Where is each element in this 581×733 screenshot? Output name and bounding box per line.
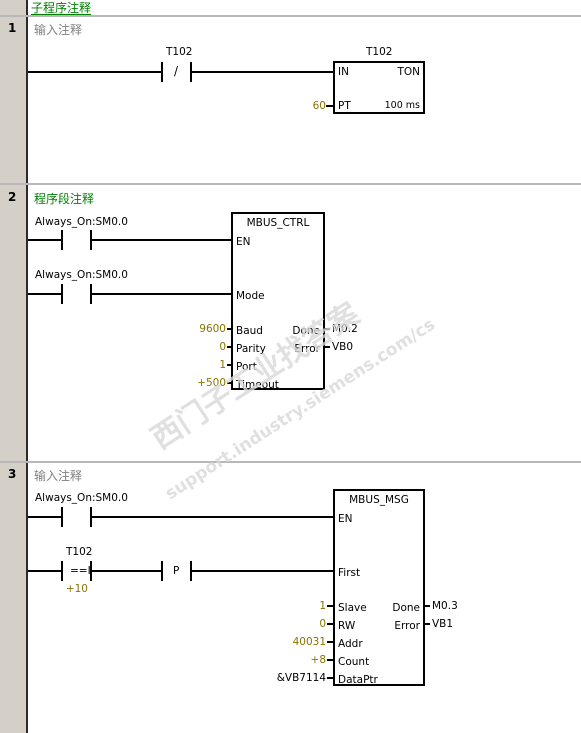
network-separator — [0, 461, 581, 463]
network-separator — [0, 15, 581, 17]
mbus-ctrl-box[interactable]: MBUS_CTRL EN Mode Baud Parity Port Timeo… — [231, 212, 325, 391]
contact-label-t102: T102 — [166, 46, 193, 58]
pin-rw: RW — [338, 620, 356, 632]
mbus-msg-box[interactable]: MBUS_MSG EN First Slave RW Addr Count Da… — [333, 489, 425, 686]
pin-done: Done — [292, 325, 320, 337]
positive-transition-symbol: P — [173, 565, 180, 577]
addr-value[interactable]: 40031 — [292, 636, 326, 648]
count-value[interactable]: +8 — [310, 654, 326, 666]
network-separator — [0, 183, 581, 185]
box-type-ton: TON — [397, 66, 420, 78]
network-number-3[interactable]: 3 — [8, 467, 17, 481]
dataptr-value[interactable]: &VB7114 — [276, 672, 326, 684]
contact-compare-t102 — [61, 561, 92, 581]
network-gutter — [0, 0, 26, 733]
contact-symbol-not: / — [174, 64, 179, 78]
contact-no-sm00 — [61, 230, 92, 250]
network-comment-2[interactable]: 程序段注释 — [34, 192, 95, 206]
error-output-vb0[interactable]: VB0 — [332, 341, 354, 353]
subroutine-title[interactable]: 子程序注释 — [31, 1, 92, 15]
timebase-label: 100 ms — [384, 100, 420, 111]
pin-error: Error — [394, 620, 420, 632]
contact-label-always-on: Always_On:SM0.0 — [35, 269, 128, 281]
pin-count: Count — [338, 656, 370, 668]
network-comment-1[interactable]: 输入注释 — [34, 23, 83, 37]
rw-value[interactable]: 0 — [319, 618, 326, 630]
pin-timeout: Timeout — [236, 379, 279, 391]
parity-value[interactable]: 0 — [219, 341, 226, 353]
network-comment-3[interactable]: 输入注释 — [34, 469, 83, 483]
contact-label-always-on: Always_On:SM0.0 — [35, 492, 128, 504]
pin-parity: Parity — [236, 343, 266, 355]
slave-value[interactable]: 1 — [319, 600, 326, 612]
pin-first: First — [338, 567, 361, 579]
contact-positive-transition — [161, 561, 192, 581]
pin-mode: Mode — [236, 290, 265, 302]
box-name-mbus-ctrl: MBUS_CTRL — [246, 217, 310, 229]
pin-slave: Slave — [338, 602, 367, 614]
pt-value[interactable]: 60 — [312, 100, 326, 112]
pin-pt: PT — [338, 100, 351, 112]
pin-dataptr: DataPtr — [338, 674, 378, 686]
error-output-vb1[interactable]: VB1 — [432, 618, 454, 630]
done-output-m02[interactable]: M0.2 — [332, 323, 358, 335]
pin-in: IN — [338, 66, 349, 78]
ton-timer-box[interactable]: IN TON PT 100 ms — [333, 61, 425, 114]
contact-no-sm00 — [61, 284, 92, 304]
done-output-m03[interactable]: M0.3 — [432, 600, 458, 612]
pin-done: Done — [392, 602, 420, 614]
timeout-value[interactable]: +500 — [197, 377, 226, 389]
title-underline — [31, 14, 91, 15]
pin-en: EN — [236, 236, 251, 248]
pin-baud: Baud — [236, 325, 263, 337]
network-number-2[interactable]: 2 — [8, 190, 17, 204]
power-rail — [26, 0, 28, 733]
network-number-1[interactable]: 1 — [8, 21, 17, 35]
box-name-t102: T102 — [366, 46, 393, 58]
compare-label-t102: T102 — [66, 546, 93, 558]
box-name-mbus-msg: MBUS_MSG — [349, 494, 409, 506]
compare-symbol-eqi: ==I — [70, 565, 91, 577]
pin-error: Error — [294, 343, 320, 355]
pin-en: EN — [338, 513, 353, 525]
pin-addr: Addr — [338, 638, 363, 650]
contact-no-sm00 — [61, 507, 92, 527]
contact-label-always-on: Always_On:SM0.0 — [35, 216, 128, 228]
pin-port: Port — [236, 361, 257, 373]
baud-value[interactable]: 9600 — [199, 323, 226, 335]
compare-operand-value[interactable]: +10 — [65, 583, 88, 595]
port-value[interactable]: 1 — [219, 359, 226, 371]
contact-nc-t102 — [161, 62, 192, 82]
